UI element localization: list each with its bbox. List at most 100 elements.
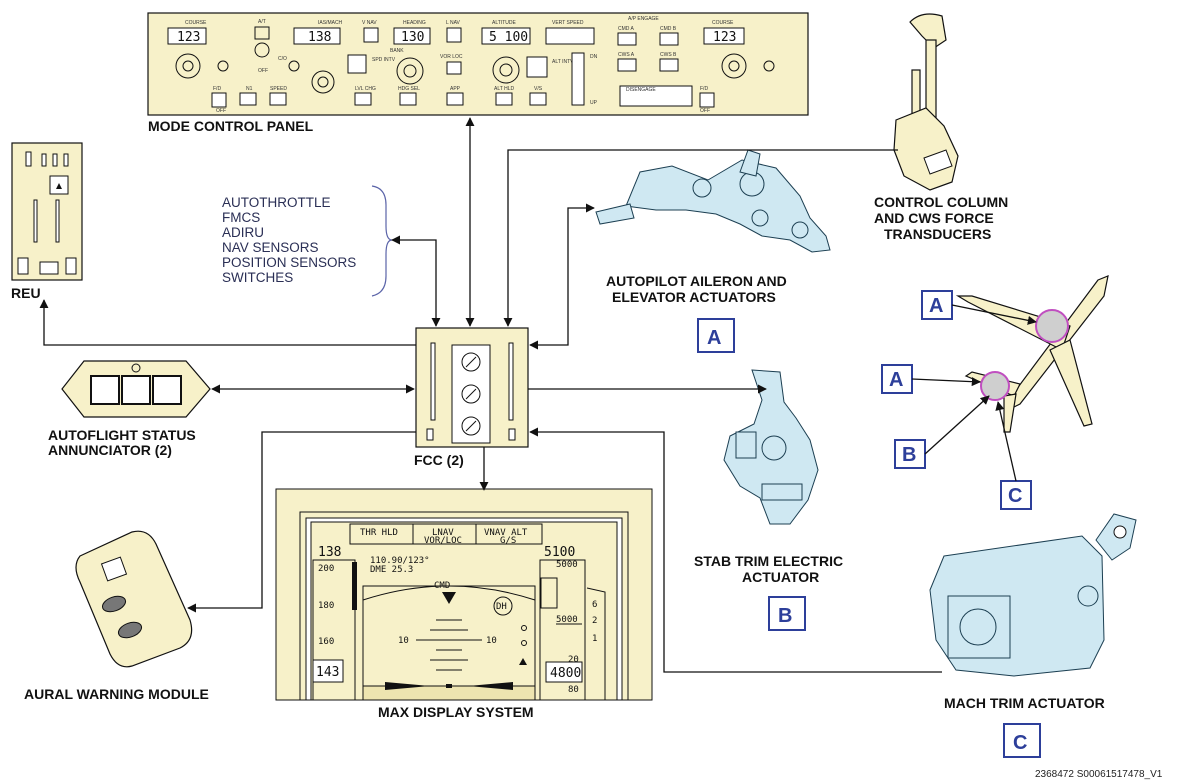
cws-b-button[interactable] <box>659 58 679 72</box>
pfd-pitch-left: 10 <box>398 636 409 646</box>
mcp-app-label: APP <box>450 86 461 92</box>
mcp-speed-label: SPEED <box>270 86 287 92</box>
vs-thumbwheel[interactable] <box>571 52 585 106</box>
mcp-up-label: UP <box>590 100 598 106</box>
pfd-speed-select: 138 <box>318 545 341 560</box>
fd-right-switch[interactable] <box>699 92 715 108</box>
input-adiru: ADIRU <box>222 225 264 240</box>
figure-id: 2368472 S00061517478_V1 <box>1035 769 1163 780</box>
mcp-vnav-label: V NAV <box>362 20 377 26</box>
ap-actuators-label-line2: ELEVATOR ACTUATORS <box>612 289 776 305</box>
mcp-dn-label: DN <box>590 54 598 60</box>
pfd-fma-thr: THR HLD <box>360 528 398 538</box>
mcp-at-label: A/T <box>258 19 266 25</box>
autoflight-status-annunciator: AUTOFLIGHT STATUS ANNUNCIATOR (2) <box>48 360 211 458</box>
control-column-label-line1: CONTROL COLUMN <box>874 194 1008 210</box>
mcp-cws-b-label: CWS B <box>660 52 677 58</box>
pfd-speed-160: 160 <box>318 637 334 647</box>
pfd-pitch-right: 10 <box>486 636 497 646</box>
mcp-co-label: C/O <box>278 56 287 62</box>
vorloc-button[interactable] <box>446 61 462 75</box>
mcp-althld-label: ALT HLD <box>494 86 514 92</box>
course-right-knob-icon[interactable] <box>721 53 747 79</box>
lvlchg-button[interactable] <box>354 92 372 106</box>
fd-left-switch[interactable] <box>211 92 227 108</box>
mcp-fd-left-label: F/D <box>213 86 221 92</box>
cmd-b-button[interactable] <box>659 32 679 46</box>
pfd-speed-180: 180 <box>318 601 334 611</box>
mcp-alt-intv-label: ALT INTV <box>552 59 574 65</box>
hdgsel-button[interactable] <box>399 92 417 106</box>
control-column-label-line2: AND CWS FORCE <box>874 210 994 226</box>
mcp-lvlchg-label: LVL CHG <box>355 86 376 92</box>
pfd-vs-6: 6 <box>592 600 597 610</box>
mcp-course-right-value: 123 <box>713 30 736 45</box>
mcp-fd-right-off: OFF <box>700 108 710 114</box>
input-switches: SWITCHES <box>222 270 293 285</box>
reu-unit: REU <box>11 142 83 301</box>
pfd-cmd: CMD <box>434 581 450 591</box>
pfd-alt-tape: 5000 <box>556 615 578 625</box>
input-position-sensors: POSITION SENSORS <box>222 255 356 270</box>
mcp-lnav-label: L NAV <box>446 20 461 26</box>
control-column-transducers: CONTROL COLUMN AND CWS FORCE TRANSDUCERS <box>874 13 1008 242</box>
mcp-heading-label: HEADING <box>403 20 426 26</box>
mcp-vs-button-label: V/S <box>534 86 543 92</box>
location-circle-b <box>980 371 1010 401</box>
heading-knob-icon[interactable] <box>396 57 424 85</box>
ap-disengage-bar[interactable] <box>619 85 693 107</box>
mcp-cws-a-label: CWS A <box>618 52 635 58</box>
reu-label: REU <box>11 285 41 301</box>
mcp-title: MODE CONTROL PANEL <box>148 118 314 134</box>
althld-button[interactable] <box>495 92 513 106</box>
at-arm-switch-icon[interactable] <box>254 42 270 58</box>
locator-letter-a1: A <box>929 295 943 317</box>
pfd-alt-top: 5000 <box>556 560 578 570</box>
course-left-knob-icon[interactable] <box>175 53 201 79</box>
speed-button[interactable] <box>269 92 287 106</box>
ap-actuators-letter: A <box>707 327 721 349</box>
mcp-spd-intv-label: SPD INTV <box>372 57 396 63</box>
speed-knob-icon[interactable] <box>311 70 335 94</box>
pfd-alt-select: 5100 <box>544 545 575 560</box>
mcp-cmd-a-label: CMD A <box>618 26 635 32</box>
mach-trim-label: MACH TRIM ACTUATOR <box>944 695 1105 711</box>
cws-a-button[interactable] <box>617 58 637 72</box>
pfd-speed-200: 200 <box>318 564 334 574</box>
display-label: MAX DISPLAY SYSTEM <box>378 704 534 720</box>
asa-label-line2: ANNUNCIATOR (2) <box>48 442 172 458</box>
mode-control-panel: COURSE 123 A/T OFF IAS/MACH 138 C/O V NA… <box>147 12 809 134</box>
locator-letter-b: B <box>902 444 916 466</box>
pfd-vs-2: 2 <box>592 616 597 626</box>
altitude-knob-icon[interactable] <box>492 56 520 84</box>
mcp-ap-engage-label: A/P ENGAGE <box>628 16 659 22</box>
mcp-ias-label: IAS/MACH <box>318 20 343 26</box>
pfd-dme: DME 25.3 <box>370 565 413 575</box>
mcp-n1-label: N1 <box>246 86 253 92</box>
pfd-fma-roll: LNAV <box>432 528 454 538</box>
max-display-system: THR HLD LNAV VOR/LOC VNAV ALT G/S 138 51… <box>275 488 653 720</box>
vnav-button[interactable] <box>363 27 379 43</box>
mach-trim-letter: C <box>1013 732 1027 754</box>
mcp-altitude-label: ALTITUDE <box>492 20 516 26</box>
mcp-fd-left-off: OFF <box>216 108 226 114</box>
aural-warning-module: AURAL WARNING MODULE <box>24 530 209 702</box>
autopilot-aileron-elevator-actuators: AUTOPILOT AILERON AND ELEVATOR ACTUATORS… <box>595 149 831 353</box>
mcp-altitude-value: 5 100 <box>489 30 528 45</box>
n1-button[interactable] <box>239 92 257 106</box>
app-button[interactable] <box>446 92 464 106</box>
pfd-vs-1: 1 <box>592 634 597 644</box>
lnav-button[interactable] <box>446 27 462 43</box>
vs-button[interactable] <box>529 92 547 106</box>
connector-lines <box>39 117 942 673</box>
locator-letter-c: C <box>1008 485 1022 507</box>
mcp-course-right-label: COURSE <box>712 20 734 26</box>
asa-label-line1: AUTOFLIGHT STATUS <box>48 427 196 443</box>
cmd-a-button[interactable] <box>617 32 637 46</box>
mcp-at-off-label: OFF <box>258 68 268 74</box>
aural-label: AURAL WARNING MODULE <box>24 686 209 702</box>
mcp-bank-label: BANK <box>390 48 404 54</box>
control-column-label-line3: TRANSDUCERS <box>884 226 991 242</box>
stab-trim-label-line1: STAB TRIM ELECTRIC <box>694 553 843 569</box>
